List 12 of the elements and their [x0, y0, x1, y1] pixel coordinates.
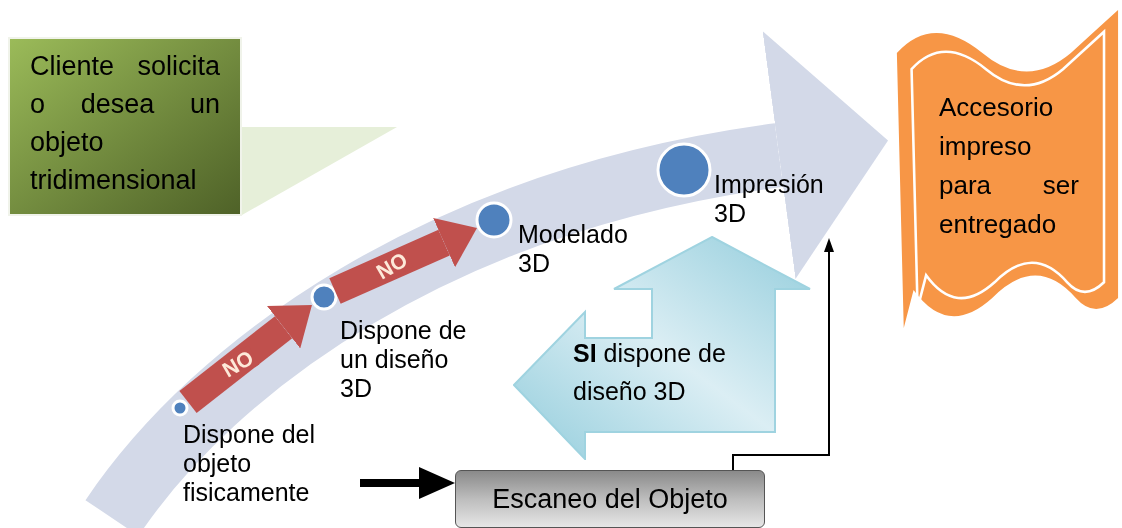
curved-arrow	[86, 31, 888, 528]
step-label: Dispone de un diseño 3D	[340, 316, 468, 403]
step-label: Dispone del objeto fisicamente	[183, 420, 317, 507]
step-label: Impresión 3D	[714, 170, 825, 228]
block-arrow	[329, 217, 477, 304]
arrow	[732, 238, 834, 471]
banner-text: Accesorio impreso para ser entregado	[939, 91, 1079, 241]
process-box: Escaneo del Objeto	[455, 470, 765, 528]
step-label: Modelado 3D	[518, 220, 629, 278]
arrow-text: SI dispone de diseño 3D	[573, 338, 727, 407]
callout-box: Cliente solicita o desea un objeto tridimensional	[8, 37, 242, 216]
block-arrow	[179, 305, 312, 414]
